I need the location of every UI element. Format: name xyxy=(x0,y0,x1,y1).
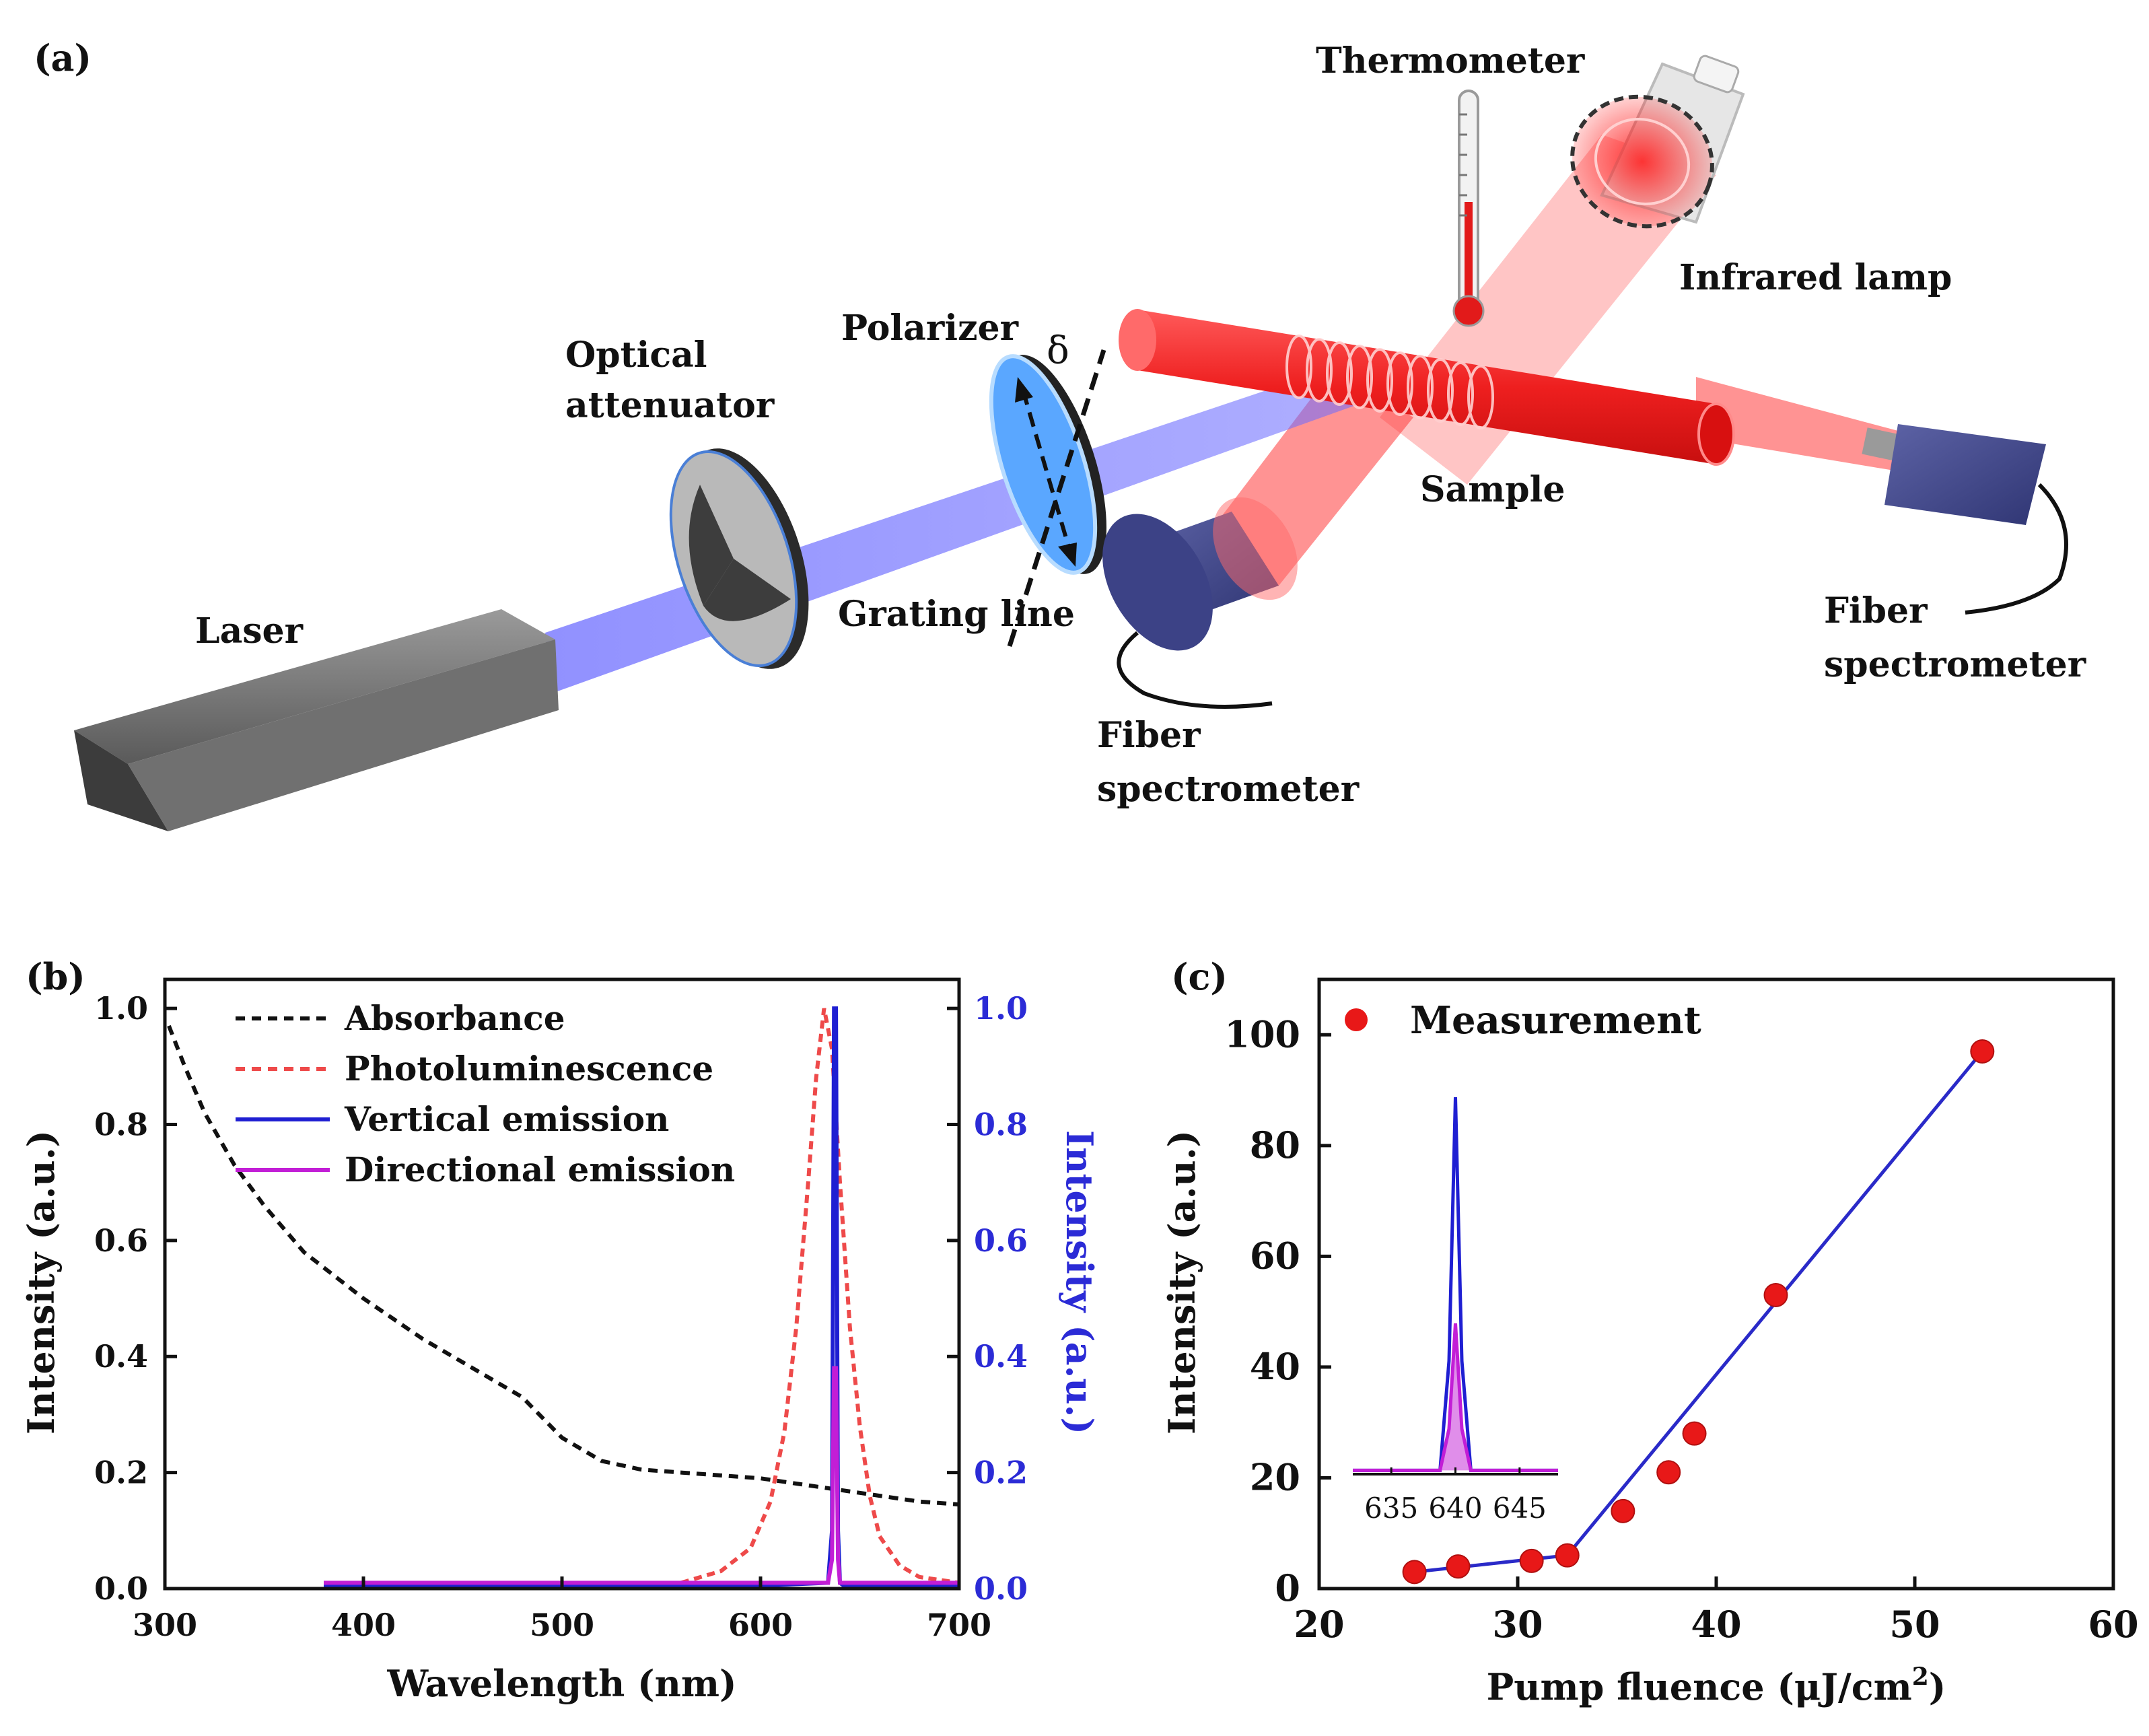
y-tick-label: 100 xyxy=(1224,1012,1300,1055)
measurement-point xyxy=(1763,1282,1788,1307)
series-line-directional-emission xyxy=(324,1366,959,1585)
sample-rod xyxy=(1119,309,1735,466)
measurement-point xyxy=(1519,1548,1544,1573)
label-grating-line: Grating line xyxy=(838,594,1075,635)
measurement-point xyxy=(1611,1498,1635,1523)
y2-tick-label: 0.0 xyxy=(974,1570,1028,1607)
y2-tick-label: 0.2 xyxy=(974,1455,1028,1491)
measurement-point xyxy=(1682,1421,1707,1446)
legend-directional-emission: Directional emission xyxy=(345,1150,735,1189)
x-tick-label: 500 xyxy=(530,1607,594,1643)
panel-b-ylabel-left: Intensity (a.u.) xyxy=(20,1130,63,1434)
y-tick-label: 0.2 xyxy=(94,1455,148,1491)
measurement-point xyxy=(1402,1560,1427,1585)
panel-b-legend: Absorbance Photoluminescence Vertical em… xyxy=(236,998,735,1189)
legend-measurement: Measurement xyxy=(1410,998,1701,1043)
label-optical-attenuator-2: attenuator xyxy=(565,385,775,426)
label-fiber-spectrometer-right-1: Fiber xyxy=(1824,590,1928,631)
panel-b-label: (b) xyxy=(26,955,85,998)
inset-x-tick-label: 645 xyxy=(1493,1492,1547,1525)
x-tick-label: 600 xyxy=(728,1607,793,1643)
y2-tick-label: 1.0 xyxy=(974,990,1028,1027)
label-sample: Sample xyxy=(1420,469,1565,510)
label-fiber-spectrometer-bottom-1: Fiber xyxy=(1097,715,1201,756)
measurement-point xyxy=(1656,1460,1681,1485)
y-tick-label: 0.4 xyxy=(94,1338,148,1375)
legend-photoluminescence: Photoluminescence xyxy=(345,1049,713,1088)
y2-tick-label: 0.8 xyxy=(974,1106,1028,1142)
panel-c-xlabel: Pump fluence (μJ/cm2) xyxy=(1487,1663,1946,1708)
panel-c-legend: Measurement xyxy=(1345,998,1701,1043)
y-tick-label: 0.8 xyxy=(94,1106,148,1142)
y-tick-label: 0.6 xyxy=(94,1222,148,1259)
inset-series-directional-emission xyxy=(1353,1323,1558,1472)
y-tick-label: 1.0 xyxy=(94,990,148,1027)
panel-c-xlabel-close: ) xyxy=(1929,1665,1946,1708)
y-tick-label: 80 xyxy=(1250,1123,1300,1167)
label-infrared-lamp: Infrared lamp xyxy=(1679,257,1952,298)
panel-a: (a) xyxy=(34,36,2086,831)
panel-c-xlabel-main: Pump fluence (μJ/cm xyxy=(1487,1665,1912,1708)
x-tick-label: 300 xyxy=(133,1607,197,1643)
panel-c-inset: 635 640 645 xyxy=(1353,1097,1558,1525)
legend-vertical-emission: Vertical emission xyxy=(344,1099,669,1139)
x-tick-label: 700 xyxy=(927,1607,991,1643)
x-tick-label: 40 xyxy=(1691,1603,1741,1646)
measurement-point xyxy=(1446,1554,1471,1579)
x-tick-label: 50 xyxy=(1889,1603,1940,1646)
measurement-point xyxy=(1555,1543,1580,1568)
laser-source xyxy=(74,609,559,831)
legend-swatch-measurement xyxy=(1345,1008,1368,1031)
series-line-photoluminescence xyxy=(680,1008,960,1585)
y-tick-label: 40 xyxy=(1250,1345,1300,1388)
label-laser: Laser xyxy=(195,611,304,652)
panel-c-ylabel: Intensity (a.u.) xyxy=(1160,1130,1203,1434)
label-thermometer: Thermometer xyxy=(1316,40,1585,81)
panel-b-xlabel: Wavelength (nm) xyxy=(386,1662,736,1705)
label-optical-attenuator-1: Optical xyxy=(565,335,707,376)
y-tick-label: 60 xyxy=(1250,1234,1300,1277)
inset-x-tick-label: 635 xyxy=(1364,1492,1418,1525)
measurement-point xyxy=(1970,1039,1995,1064)
panel-b-ylabel-right: Intensity (a.u.) xyxy=(1058,1130,1101,1434)
series-line-absorbance xyxy=(167,1025,960,1506)
y2-tick-label: 0.6 xyxy=(974,1222,1028,1259)
panel-c-label: (c) xyxy=(1171,955,1228,998)
y-tick-label: 0 xyxy=(1275,1566,1300,1609)
y-tick-label: 20 xyxy=(1250,1455,1300,1498)
infrared-lamp xyxy=(1570,55,1745,229)
panel-c-xlabel-sup: 2 xyxy=(1912,1663,1929,1691)
grating-line-axis xyxy=(1007,349,1106,648)
label-delta: δ xyxy=(1047,329,1069,373)
panel-a-label: (a) xyxy=(34,36,92,79)
thermometer xyxy=(1452,90,1485,327)
legend-absorbance: Absorbance xyxy=(344,998,565,1038)
fiber-spectrometer-right xyxy=(1862,424,2068,615)
x-tick-label: 60 xyxy=(2088,1603,2138,1646)
y2-tick-label: 0.4 xyxy=(974,1338,1028,1375)
y-tick-label: 0.0 xyxy=(94,1570,148,1607)
output-beam-right xyxy=(1696,377,1898,471)
fiber-spectrometer-bottom xyxy=(1102,497,1298,709)
grating-rings xyxy=(1285,335,1494,429)
optical-attenuator xyxy=(669,448,809,669)
label-fiber-spectrometer-bottom-2: spectrometer xyxy=(1097,769,1360,810)
series-line-vertical-emission xyxy=(324,1006,959,1588)
x-tick-label: 20 xyxy=(1294,1603,1344,1646)
panel-c-plot-area xyxy=(1402,1039,1995,1585)
x-tick-label: 30 xyxy=(1492,1603,1543,1646)
label-polarizer: Polarizer xyxy=(841,308,1019,349)
polarizer xyxy=(989,349,1106,648)
inset-x-tick-label: 640 xyxy=(1428,1492,1482,1525)
panel-b-plot-area xyxy=(167,1006,960,1588)
polarization-axis xyxy=(1021,390,1072,553)
label-fiber-spectrometer-right-2: spectrometer xyxy=(1824,644,2086,685)
x-tick-label: 400 xyxy=(331,1607,396,1643)
